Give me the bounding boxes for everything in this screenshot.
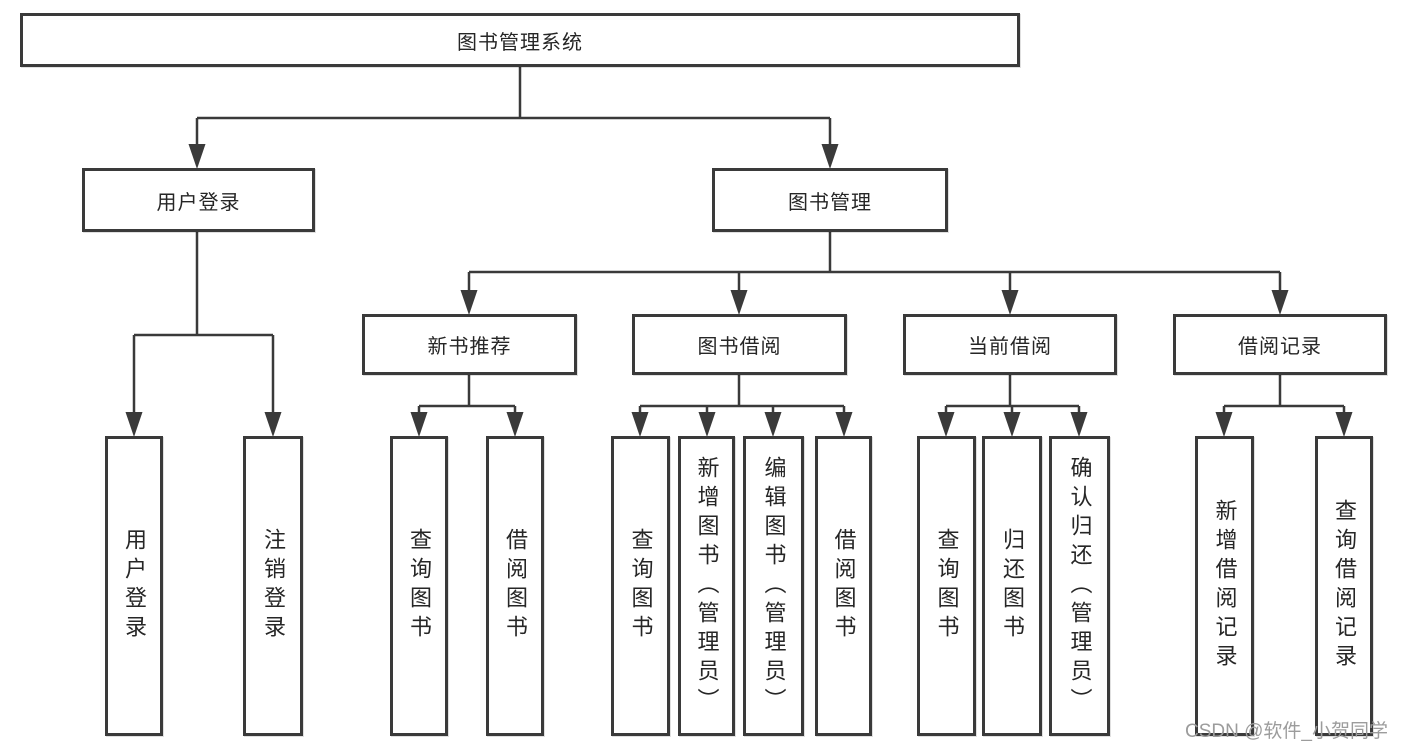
leaf-borrow-books-recommend: 借阅图书 (486, 436, 544, 736)
leaf-label: 查询图书 (628, 528, 654, 644)
leaf-query-borrow-record: 查询借阅记录 (1315, 436, 1373, 736)
leaf-confirm-return-admin: 确认归还（管理员） (1049, 436, 1110, 736)
node-book-management: 图书管理 (712, 168, 948, 232)
node-borrowing-records: 借阅记录 (1173, 314, 1387, 375)
leaf-label: 编辑图书（管理员） (761, 455, 787, 717)
leaf-query-books-current: 查询图书 (917, 436, 976, 736)
node-library-system: 图书管理系统 (20, 13, 1020, 67)
leaf-label: 查询图书 (407, 528, 432, 644)
node-user-login: 用户登录 (82, 168, 315, 232)
node-book-borrowing: 图书借阅 (632, 314, 847, 375)
leaf-label: 借阅图书 (503, 528, 528, 644)
leaf-label: 用户登录 (122, 528, 147, 644)
leaf-label: 注销登录 (261, 528, 286, 644)
leaf-label: 借阅图书 (831, 528, 857, 644)
node-new-book-recommend: 新书推荐 (362, 314, 577, 375)
node-label: 图书管理系统 (457, 31, 583, 54)
leaf-logout-login: 注销登录 (243, 436, 303, 736)
leaf-label: 查询借阅记录 (1332, 499, 1357, 673)
leaf-add-books-admin: 新增图书（管理员） (678, 436, 735, 736)
leaf-label: 归还图书 (1000, 528, 1025, 644)
leaf-edit-books-admin: 编辑图书（管理员） (743, 436, 804, 736)
arrowhead-icons (125, 144, 1353, 437)
leaf-borrow-books: 借阅图书 (815, 436, 872, 736)
leaf-query-books-borrowing: 查询图书 (611, 436, 670, 736)
leaf-label: 查询图书 (934, 528, 960, 644)
leaf-return-books: 归还图书 (982, 436, 1042, 736)
node-label: 新书推荐 (427, 336, 512, 358)
leaf-label: 新增图书（管理员） (694, 455, 720, 717)
leaf-add-borrow-record: 新增借阅记录 (1195, 436, 1254, 736)
node-label: 当前借阅 (968, 336, 1052, 358)
node-current-borrowing: 当前借阅 (903, 314, 1117, 375)
leaf-label: 新增借阅记录 (1212, 499, 1238, 673)
node-label: 图书借阅 (697, 336, 782, 358)
watermark: CSDN @软件_小贺同学 (1185, 721, 1388, 742)
node-label: 图书管理 (788, 191, 872, 214)
node-label: 用户登录 (156, 191, 241, 214)
leaf-label: 确认归还（管理员） (1067, 455, 1093, 717)
leaf-query-books-recommend: 查询图书 (390, 436, 448, 736)
leaf-user-login: 用户登录 (105, 436, 163, 736)
node-label: 借阅记录 (1238, 336, 1322, 358)
